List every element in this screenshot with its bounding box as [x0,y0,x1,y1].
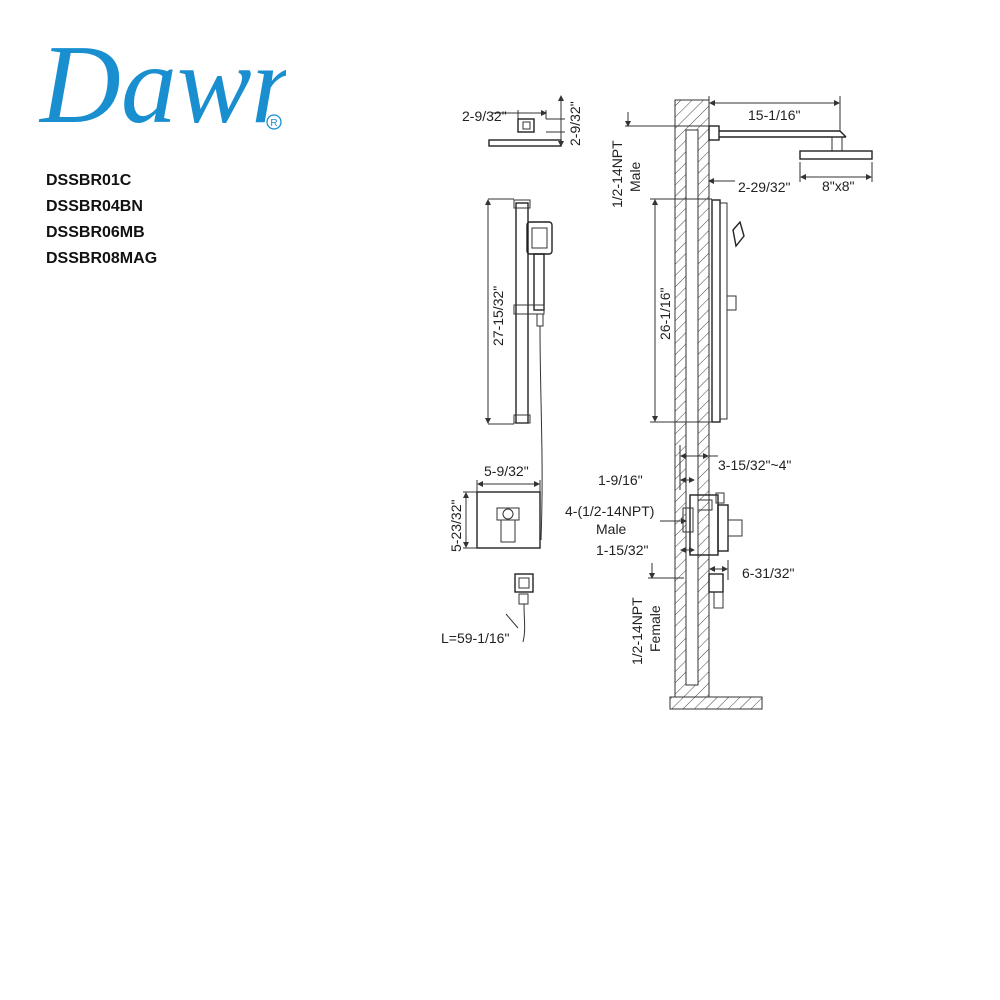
shower-head-top-view [488,95,565,147]
bar-height-label: 27-15/32" [490,286,506,346]
outlet-female-label: 1/2-14NPT [629,597,645,665]
arm-offset-label: 2-29/32" [738,179,790,195]
inlet-male-type-label: Male [627,161,643,192]
valve-ports-type-label: Male [596,521,627,537]
outlet-female-type-label: Female [647,605,663,652]
arm-length-label: 15-1/16" [748,107,800,123]
valve-side-view [660,445,743,580]
model-number: DSSBR01C [46,172,132,189]
plate-width-label: 5-9/32" [484,463,529,479]
brand-logo-text: Dawn [38,23,286,140]
trim-depth-label: 1-15/32" [596,542,648,558]
model-number: DSSBR08MAG [46,250,158,267]
head-size-label: 8"x8" [822,178,855,194]
hose-length-label: L=59-1/16" [441,630,509,646]
trim-plate-front-view [463,480,541,549]
valve-depth-label: 1-9/16" [598,472,643,488]
lower-outlet-side-view [648,563,724,609]
valve-ports-label: 4-(1/2-14NPT) [565,503,654,519]
model-number: DSSBR04BN [46,198,143,215]
shower-arm-side-view [625,96,873,182]
head-top-height-label: 2-9/32" [567,101,583,146]
registered-mark-text: R [270,118,277,129]
plate-height-label: 5-23/32" [448,500,464,552]
model-list: DSSBR01C DSSBR04BN DSSBR06MB DSSBR08MAG [46,168,157,272]
inlet-male-label: 1/2-14NPT [609,140,625,208]
model-number: DSSBR06MB [46,224,145,241]
hose-outlet [505,573,534,643]
slide-height-label: 26-1/16" [657,288,673,340]
slide-bar-front-view [485,198,553,541]
trim-projection-label: 6-31/32" [742,565,794,581]
slide-bar-side-view [650,178,745,423]
head-top-width-label: 2-9/32" [462,108,507,124]
brand-logo: Dawn R [38,23,286,140]
wall-depth-range-label: 3-15/32"~4" [718,457,791,473]
registered-mark-icon [266,114,282,130]
